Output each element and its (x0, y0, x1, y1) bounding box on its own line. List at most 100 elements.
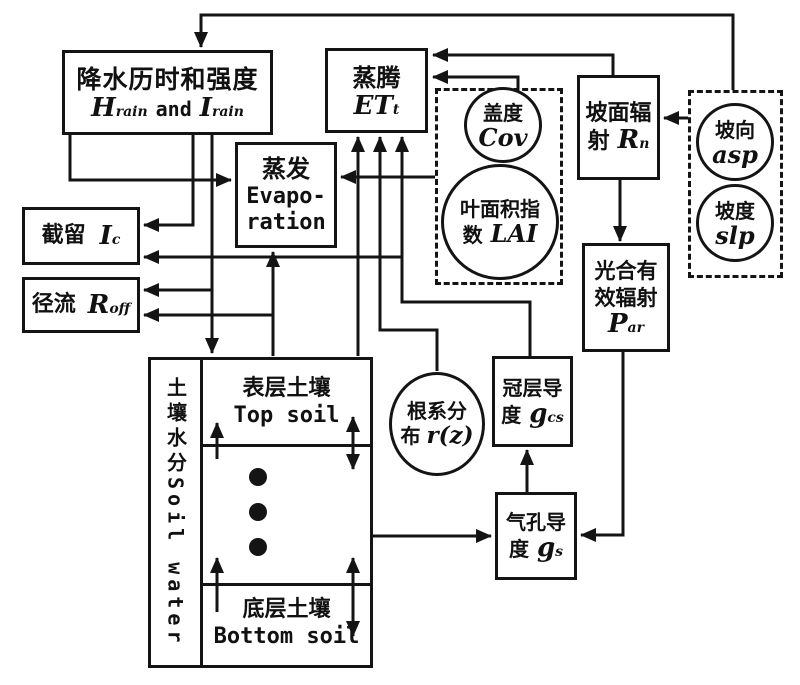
slope-var: slp (715, 220, 755, 250)
aspect-var: asp (712, 139, 758, 169)
root-distribution-label-cn1: 根系分 (407, 399, 467, 423)
top-soil-label-en: Top soil (233, 402, 340, 428)
soil-top-layer: 表层土壤 Top soil (203, 360, 370, 444)
soil-water-label-strip: 土壤水分Soil water (151, 360, 203, 665)
node-root-distribution: 根系分 布 r(z) (389, 372, 485, 476)
bottom-soil-label-en: Bottom soil (213, 623, 360, 649)
transpiration-sub: t (392, 101, 400, 118)
slope-radiation-var: R (617, 125, 640, 155)
interception-var: I (99, 221, 112, 251)
coverage-var: Cov (478, 122, 528, 152)
node-aspect: 坡向 asp (696, 103, 774, 181)
evaporation-label-en1: Evapo- (246, 183, 326, 209)
transpiration-var: ET (353, 90, 393, 121)
par-var: P (607, 308, 628, 339)
edge-terrain-to-precipitation (194, 13, 735, 90)
root-distribution-var: r(z) (426, 422, 474, 449)
node-slope: 坡度 slp (696, 184, 774, 262)
runoff-label-cn: 径流 (31, 292, 76, 318)
aspect-label-cn: 坡向 (715, 117, 755, 142)
stomatal-conductance-label-cn1: 气孔导 (506, 510, 566, 534)
edge-precipitation-to-interception (143, 135, 195, 232)
node-soil: 土壤水分Soil water 表层土壤 Top soil 底层土壤 Bottom… (148, 357, 373, 668)
stomatal-conductance-var: g (536, 533, 556, 563)
soil-ellipsis-dot (249, 503, 267, 521)
precipitation-label-cn: 降水历时和强度 (76, 64, 259, 94)
node-coverage: 盖度 Cov (464, 87, 542, 163)
precipitation-var2: I (199, 93, 212, 124)
precipitation-var1: H (91, 93, 116, 124)
edge-vegetation-to-transpiration (432, 70, 520, 89)
lai-row: 数 LAI (462, 218, 538, 248)
soil-water-label: 土壤水分Soil water (163, 377, 188, 648)
runoff-sub: off (109, 301, 131, 317)
canopy-conductance-label-cn2: 度 (501, 402, 522, 427)
interception-sub: c (111, 232, 121, 248)
slope-radiation-label-cn2: 射 (587, 129, 610, 154)
par-label-cn1: 光合有 (594, 259, 658, 284)
edge-radiation-to-transpiration (432, 48, 615, 76)
evaporation-label-en2: ration (246, 210, 326, 235)
precipitation-conj: and (155, 97, 192, 122)
runoff-var: R (87, 290, 110, 320)
par-label-cn2: 效辐射 (594, 285, 658, 310)
lai-var: LAI (490, 218, 538, 248)
bottom-soil-label-cn: 底层土壤 (242, 597, 331, 623)
coverage-label-cn: 盖度 (483, 100, 523, 125)
node-leaf-area-index: 叶面积指 数 LAI (441, 164, 559, 280)
stomatal-conductance-sub: s (555, 544, 564, 560)
evaporation-label-cn: 蒸发 (262, 154, 310, 183)
slope-label-cn: 坡度 (715, 198, 755, 223)
transpiration-label-cn: 蒸腾 (352, 63, 401, 92)
soil-water-label-en: Soil water (163, 477, 188, 648)
root-distribution-row: 布 r(z) (401, 424, 474, 449)
lai-label-cn1: 叶面积指 (460, 196, 540, 221)
soil-water-label-cn: 土壤水分 (163, 377, 188, 478)
precipitation-sub2: rain (211, 104, 244, 121)
precipitation-sub1: rain (115, 104, 148, 121)
slope-radiation-sub: n (639, 136, 650, 152)
edge-precipitation-to-evaporation (68, 135, 232, 187)
interception-label-cn: 截留 (41, 223, 86, 249)
canopy-conductance-sub: cs (547, 409, 564, 426)
canopy-conductance-var: g (529, 398, 548, 429)
root-distribution-label-cn2: 布 (400, 424, 421, 448)
node-evaporation: 蒸发 Evapo- ration (235, 142, 337, 248)
slope-radiation-label-cn1: 坡面辐 (585, 100, 652, 126)
stomatal-conductance-label-cn2: 度 (508, 537, 529, 561)
edge-canopy-to-transpiration (395, 136, 532, 356)
top-soil-label-cn: 表层土壤 (242, 376, 331, 402)
soil-ellipsis-dot (249, 468, 267, 486)
soil-divider-upper (203, 444, 370, 447)
soil-divider-lower (203, 583, 370, 586)
par-sub: ar (627, 319, 644, 336)
group-terrain (688, 90, 783, 278)
canopy-conductance-label-cn1: 冠层导 (502, 375, 563, 400)
lai-label-cn2: 数 (462, 222, 483, 247)
edge-par-to-stomatal (580, 352, 625, 542)
soil-bottom-layer: 底层土壤 Bottom soil (203, 583, 370, 663)
edge-roots-to-transpiration (373, 136, 439, 371)
soil-ellipsis-dot (249, 538, 267, 556)
